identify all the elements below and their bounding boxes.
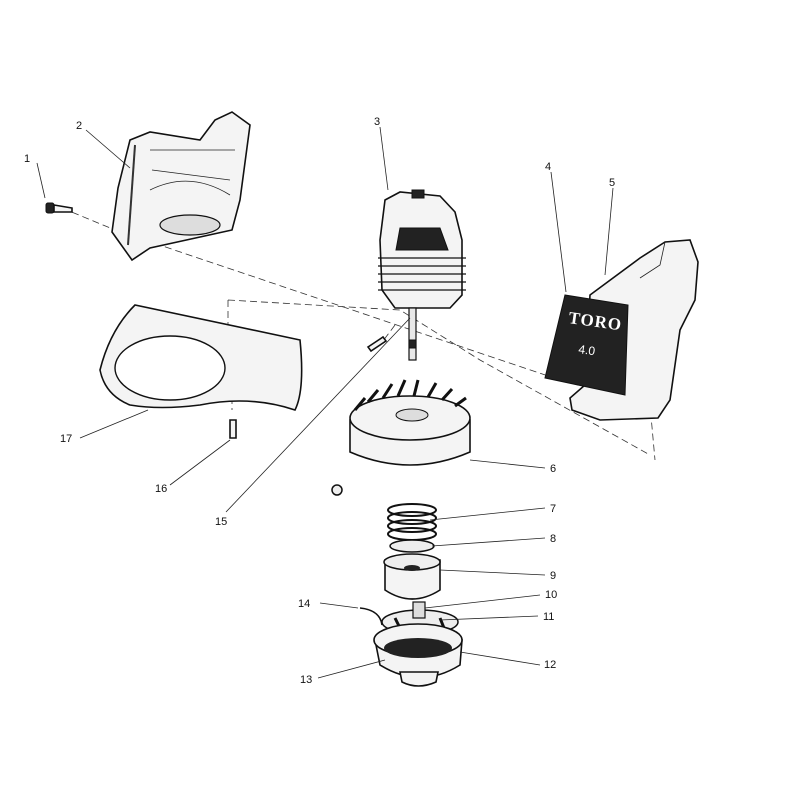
callout-13: 13	[300, 659, 386, 686]
callout-17: 17	[60, 409, 149, 445]
part-15-pin	[366, 335, 388, 353]
callout-8: 8	[431, 533, 556, 547]
svg-text:16: 16	[155, 483, 167, 495]
callout-5: 5	[604, 177, 615, 276]
callout-9: 9	[439, 569, 556, 582]
callout-7: 7	[429, 503, 556, 521]
part-3-motor	[378, 189, 466, 361]
part-6-fan	[349, 379, 471, 466]
callout-3: 3	[374, 116, 389, 191]
callout-10: 10	[424, 589, 557, 609]
svg-text:9: 9	[550, 570, 556, 582]
part-12-13-spool-housing	[373, 623, 463, 687]
part-4-decal: TORO 4.0	[544, 294, 629, 396]
callout-15: 15	[215, 317, 411, 528]
svg-text:2: 2	[76, 120, 82, 132]
decal-model-text: 4.0	[578, 342, 597, 358]
svg-text:14: 14	[298, 598, 310, 610]
svg-text:11: 11	[543, 611, 554, 623]
svg-text:7: 7	[550, 503, 556, 515]
svg-text:12: 12	[544, 659, 556, 671]
part-14-line	[359, 607, 383, 626]
svg-text:5: 5	[609, 177, 615, 189]
part-8-washer	[389, 539, 435, 553]
callout-16: 16	[155, 439, 231, 495]
callout-4: 4	[545, 161, 567, 293]
svg-text:4: 4	[545, 161, 551, 173]
callout-11: 11	[439, 611, 554, 623]
fan-nut	[331, 484, 343, 496]
svg-text:13: 13	[300, 674, 312, 686]
part-2-upper-housing	[111, 111, 251, 262]
svg-text:1: 1	[24, 153, 30, 165]
svg-text:17: 17	[60, 433, 72, 445]
part-1-screw	[45, 202, 73, 214]
callout-2: 2	[76, 120, 131, 169]
part-16-screw	[229, 419, 237, 439]
svg-text:10: 10	[545, 589, 557, 601]
callout-1: 1	[24, 153, 46, 199]
svg-text:8: 8	[550, 533, 556, 545]
svg-text:6: 6	[550, 463, 556, 475]
callout-6: 6	[469, 459, 556, 475]
callout-12: 12	[459, 651, 556, 671]
callout-14: 14	[298, 598, 359, 610]
callout-labels: 1 2 3 4 5 6 7 8	[24, 116, 615, 686]
part-17-shield	[99, 304, 303, 411]
part-9-spool-cup	[383, 553, 441, 600]
part-7-spring	[387, 503, 437, 541]
svg-text:15: 15	[215, 516, 227, 528]
svg-text:3: 3	[374, 116, 380, 128]
